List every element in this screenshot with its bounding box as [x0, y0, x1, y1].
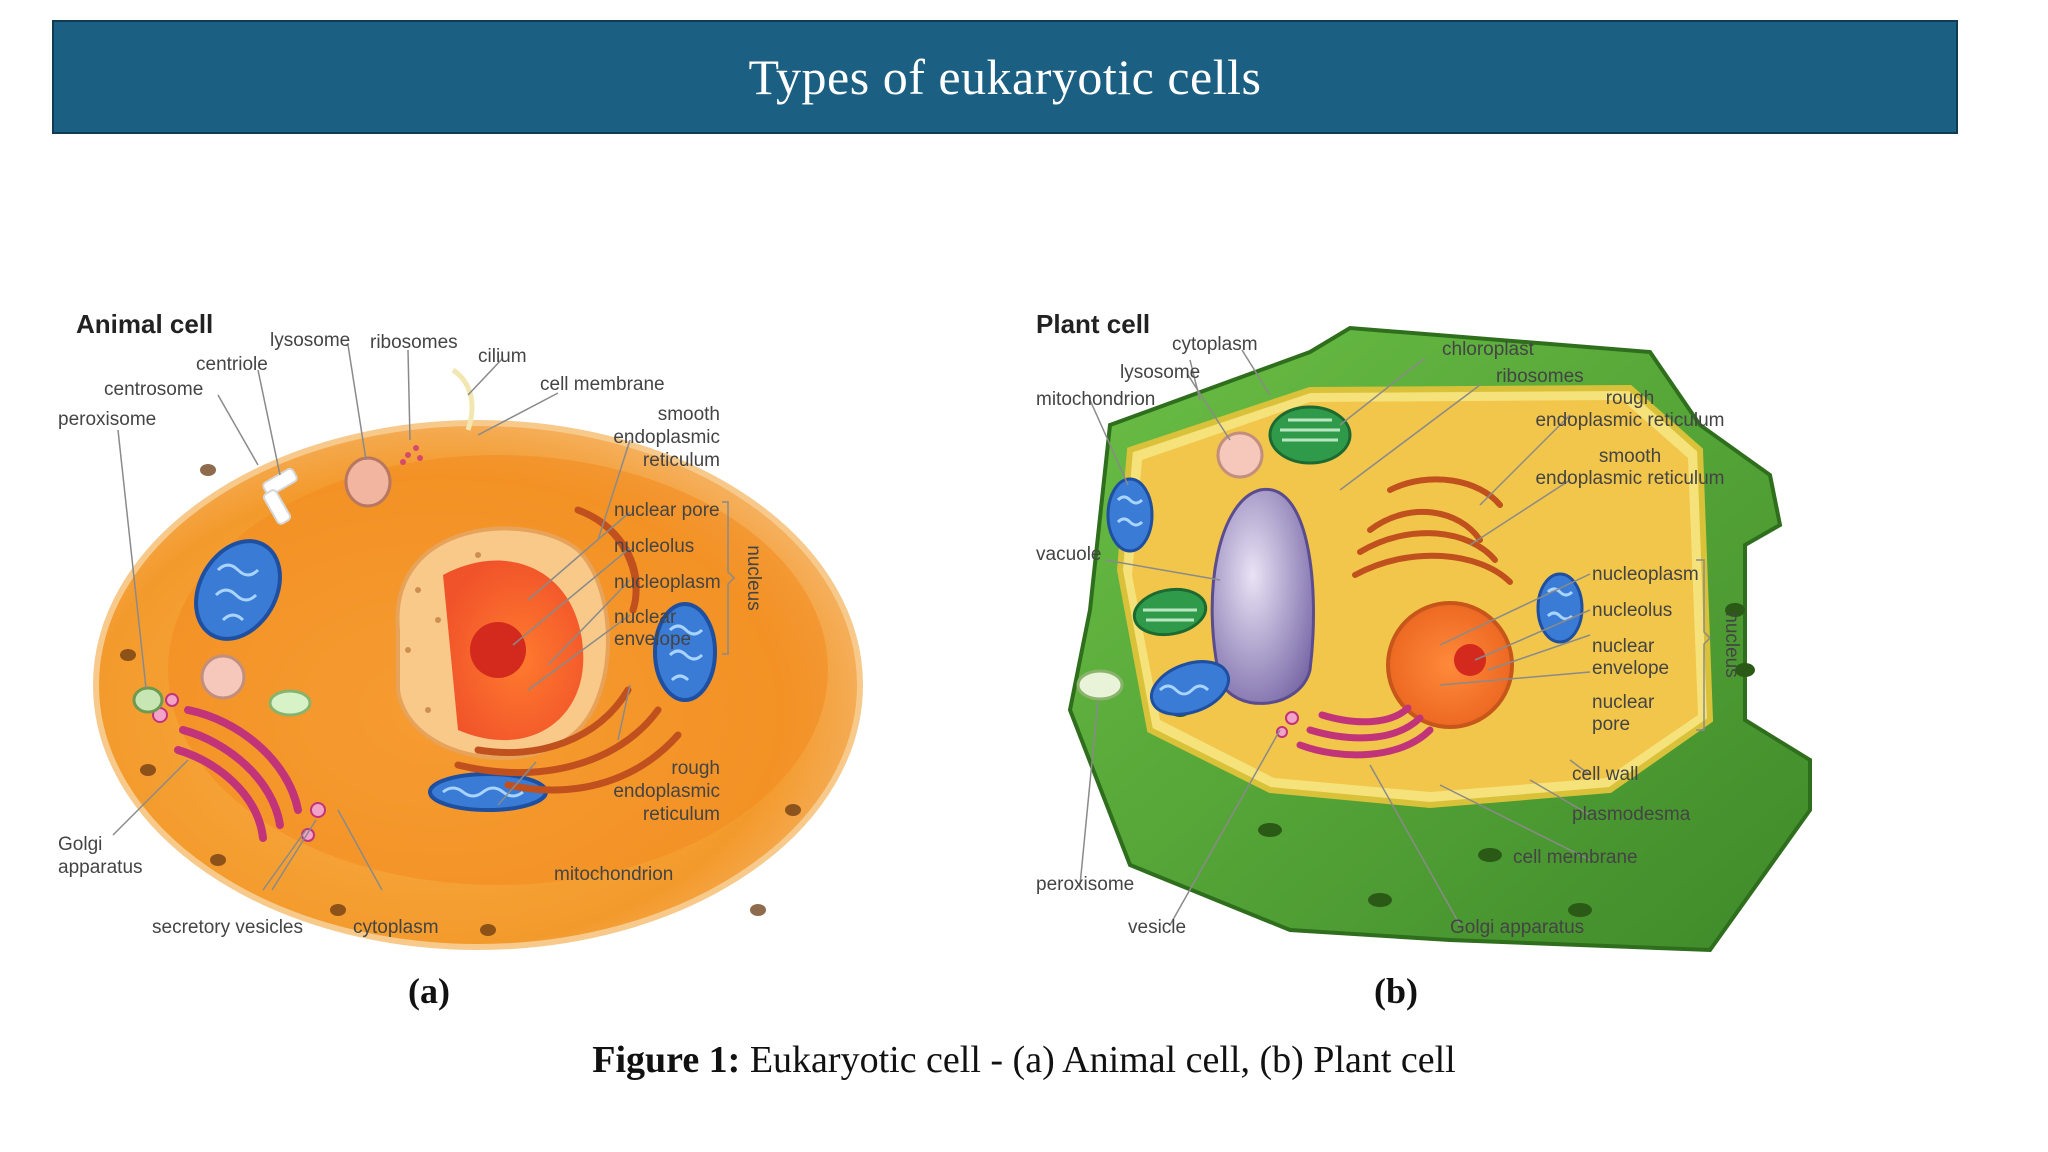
plant-label-chloroplast: chloroplast [1442, 339, 1535, 360]
plant-cell-diagram: Plant cell [1036, 309, 1812, 953]
plant-label-nuclear-pore-2: pore [1592, 714, 1630, 735]
animal-label-peroxisome: peroxisome [58, 409, 156, 430]
animal-lysosome-shape [344, 456, 392, 508]
animal-label-nucleolus: nucleolus [614, 536, 694, 557]
plant-er [1352, 476, 1513, 585]
animal-label-ribosomes: ribosomes [370, 332, 458, 353]
plant-label-vacuole: vacuole [1036, 544, 1102, 565]
plant-leader-lines [1079, 349, 1591, 926]
animal-label-nuclear-pore: nuclear pore [614, 500, 720, 521]
title-banner: Types of eukaryotic cells [52, 20, 1958, 134]
animal-label-rough-er-1: rough [671, 758, 720, 779]
plant-peroxisome-shape [1076, 669, 1124, 701]
figure-caption-text: Eukaryotic cell - (a) Animal cell, (b) P… [740, 1039, 1456, 1081]
plant-label-rough-er-2: endoplasmic reticulum [1535, 410, 1724, 431]
plant-label-golgi: Golgi apparatus [1450, 917, 1584, 938]
animal-label-secretory-vesicles: secretory vesicles [152, 917, 303, 938]
page-title: Types of eukaryotic cells [748, 49, 1262, 105]
plant-nucleus-shape [1386, 601, 1514, 729]
plant-cell-heading: Plant cell [1036, 309, 1150, 339]
animal-leader-lines [112, 344, 631, 891]
plant-chloroplasts [1132, 405, 1352, 637]
animal-label-cell-membrane: cell membrane [540, 374, 665, 395]
plant-label-mitochondrion: mitochondrion [1036, 389, 1155, 410]
animal-label-golgi-1: Golgi [58, 834, 102, 855]
animal-ribosomes-shape [400, 445, 423, 465]
figure-caption: Figure 1: Eukaryotic cell - (a) Animal c… [0, 1038, 2048, 1082]
subfigure-label-a: (a) [408, 971, 450, 1011]
plant-label-nuclear-env-1: nuclear [1592, 636, 1655, 657]
animal-nucleus-bracket [722, 501, 736, 655]
plant-label-lysosome: lysosome [1120, 362, 1200, 383]
animal-label-nucleoplasm: nucleoplasm [614, 572, 721, 593]
animal-label-nuclear-env-2: envelope [614, 629, 691, 650]
plant-label-ribosomes: ribosomes [1496, 366, 1584, 387]
plant-label-smooth-er-2: endoplasmic reticulum [1535, 468, 1724, 489]
animal-golgi-shape [174, 706, 302, 842]
plant-label-nucleoplasm: nucleoplasm [1592, 564, 1699, 585]
animal-label-smooth-er-2: endoplasmic [613, 427, 720, 448]
animal-label-cilium: cilium [478, 346, 527, 367]
plant-label-nucleus: nucleus [1721, 612, 1742, 678]
animal-label-rough-er-2: endoplasmic [613, 781, 720, 802]
plant-cell-panel: Plant cell [1010, 290, 1970, 960]
plant-label-vesicle: vesicle [1128, 917, 1186, 938]
animal-label-nuclear-env-1: nuclear [614, 607, 677, 628]
animal-label-centrosome: centrosome [104, 379, 203, 400]
plant-label-nuclear-pore-1: nuclear [1592, 692, 1655, 713]
animal-peroxisome-shape [132, 686, 164, 714]
animal-rough-er [454, 506, 682, 794]
animal-label-nucleus: nucleus [743, 545, 764, 611]
plant-mitochondria [1106, 477, 1584, 716]
plant-plasmodesmata [1170, 603, 1755, 917]
animal-mitochondria [194, 539, 717, 812]
animal-cell-heading: Animal cell [76, 309, 213, 339]
plant-label-cytoplasm: cytoplasm [1172, 334, 1258, 355]
plant-label-nucleolus: nucleolus [1592, 600, 1672, 621]
animal-label-smooth-er-1: smooth [658, 404, 720, 425]
animal-label-lysosome: lysosome [270, 330, 350, 351]
animal-membrane-pores [120, 464, 801, 936]
plant-label-peroxisome: peroxisome [1036, 874, 1134, 895]
plant-label-rough-er-1: rough [1606, 388, 1655, 409]
plant-vacuole-shape [1210, 487, 1315, 705]
animal-label-rough-er-3: reticulum [643, 804, 720, 825]
animal-label-centriole: centriole [196, 354, 268, 375]
animal-label-golgi-2: apparatus [58, 857, 143, 878]
plant-label-plasmodesma: plasmodesma [1572, 804, 1691, 825]
subfigure-label-b: (b) [1374, 971, 1418, 1011]
animal-label-cytoplasm: cytoplasm [353, 917, 439, 938]
plant-label-smooth-er-1: smooth [1599, 446, 1661, 467]
animal-cell-panel: Animal cell [58, 290, 1018, 960]
plant-label-cell-wall: cell wall [1572, 764, 1639, 785]
plant-label-cell-membrane: cell membrane [1513, 847, 1638, 868]
plant-nucleus-bracket [1696, 559, 1712, 731]
plant-lysosome-shape [1216, 431, 1264, 479]
plant-nucleolus-shape [1454, 644, 1486, 676]
animal-label-mitochondrion: mitochondrion [554, 864, 673, 885]
animal-centriole-shape [262, 467, 298, 525]
animal-nucleolus-shape [470, 622, 526, 678]
plant-golgi-shape [1296, 704, 1434, 759]
figure-caption-prefix: Figure 1: [592, 1039, 741, 1081]
animal-cell-diagram: Animal cell [58, 309, 863, 950]
animal-label-smooth-er-3: reticulum [643, 450, 720, 471]
plant-label-nuclear-env-2: envelope [1592, 658, 1669, 679]
